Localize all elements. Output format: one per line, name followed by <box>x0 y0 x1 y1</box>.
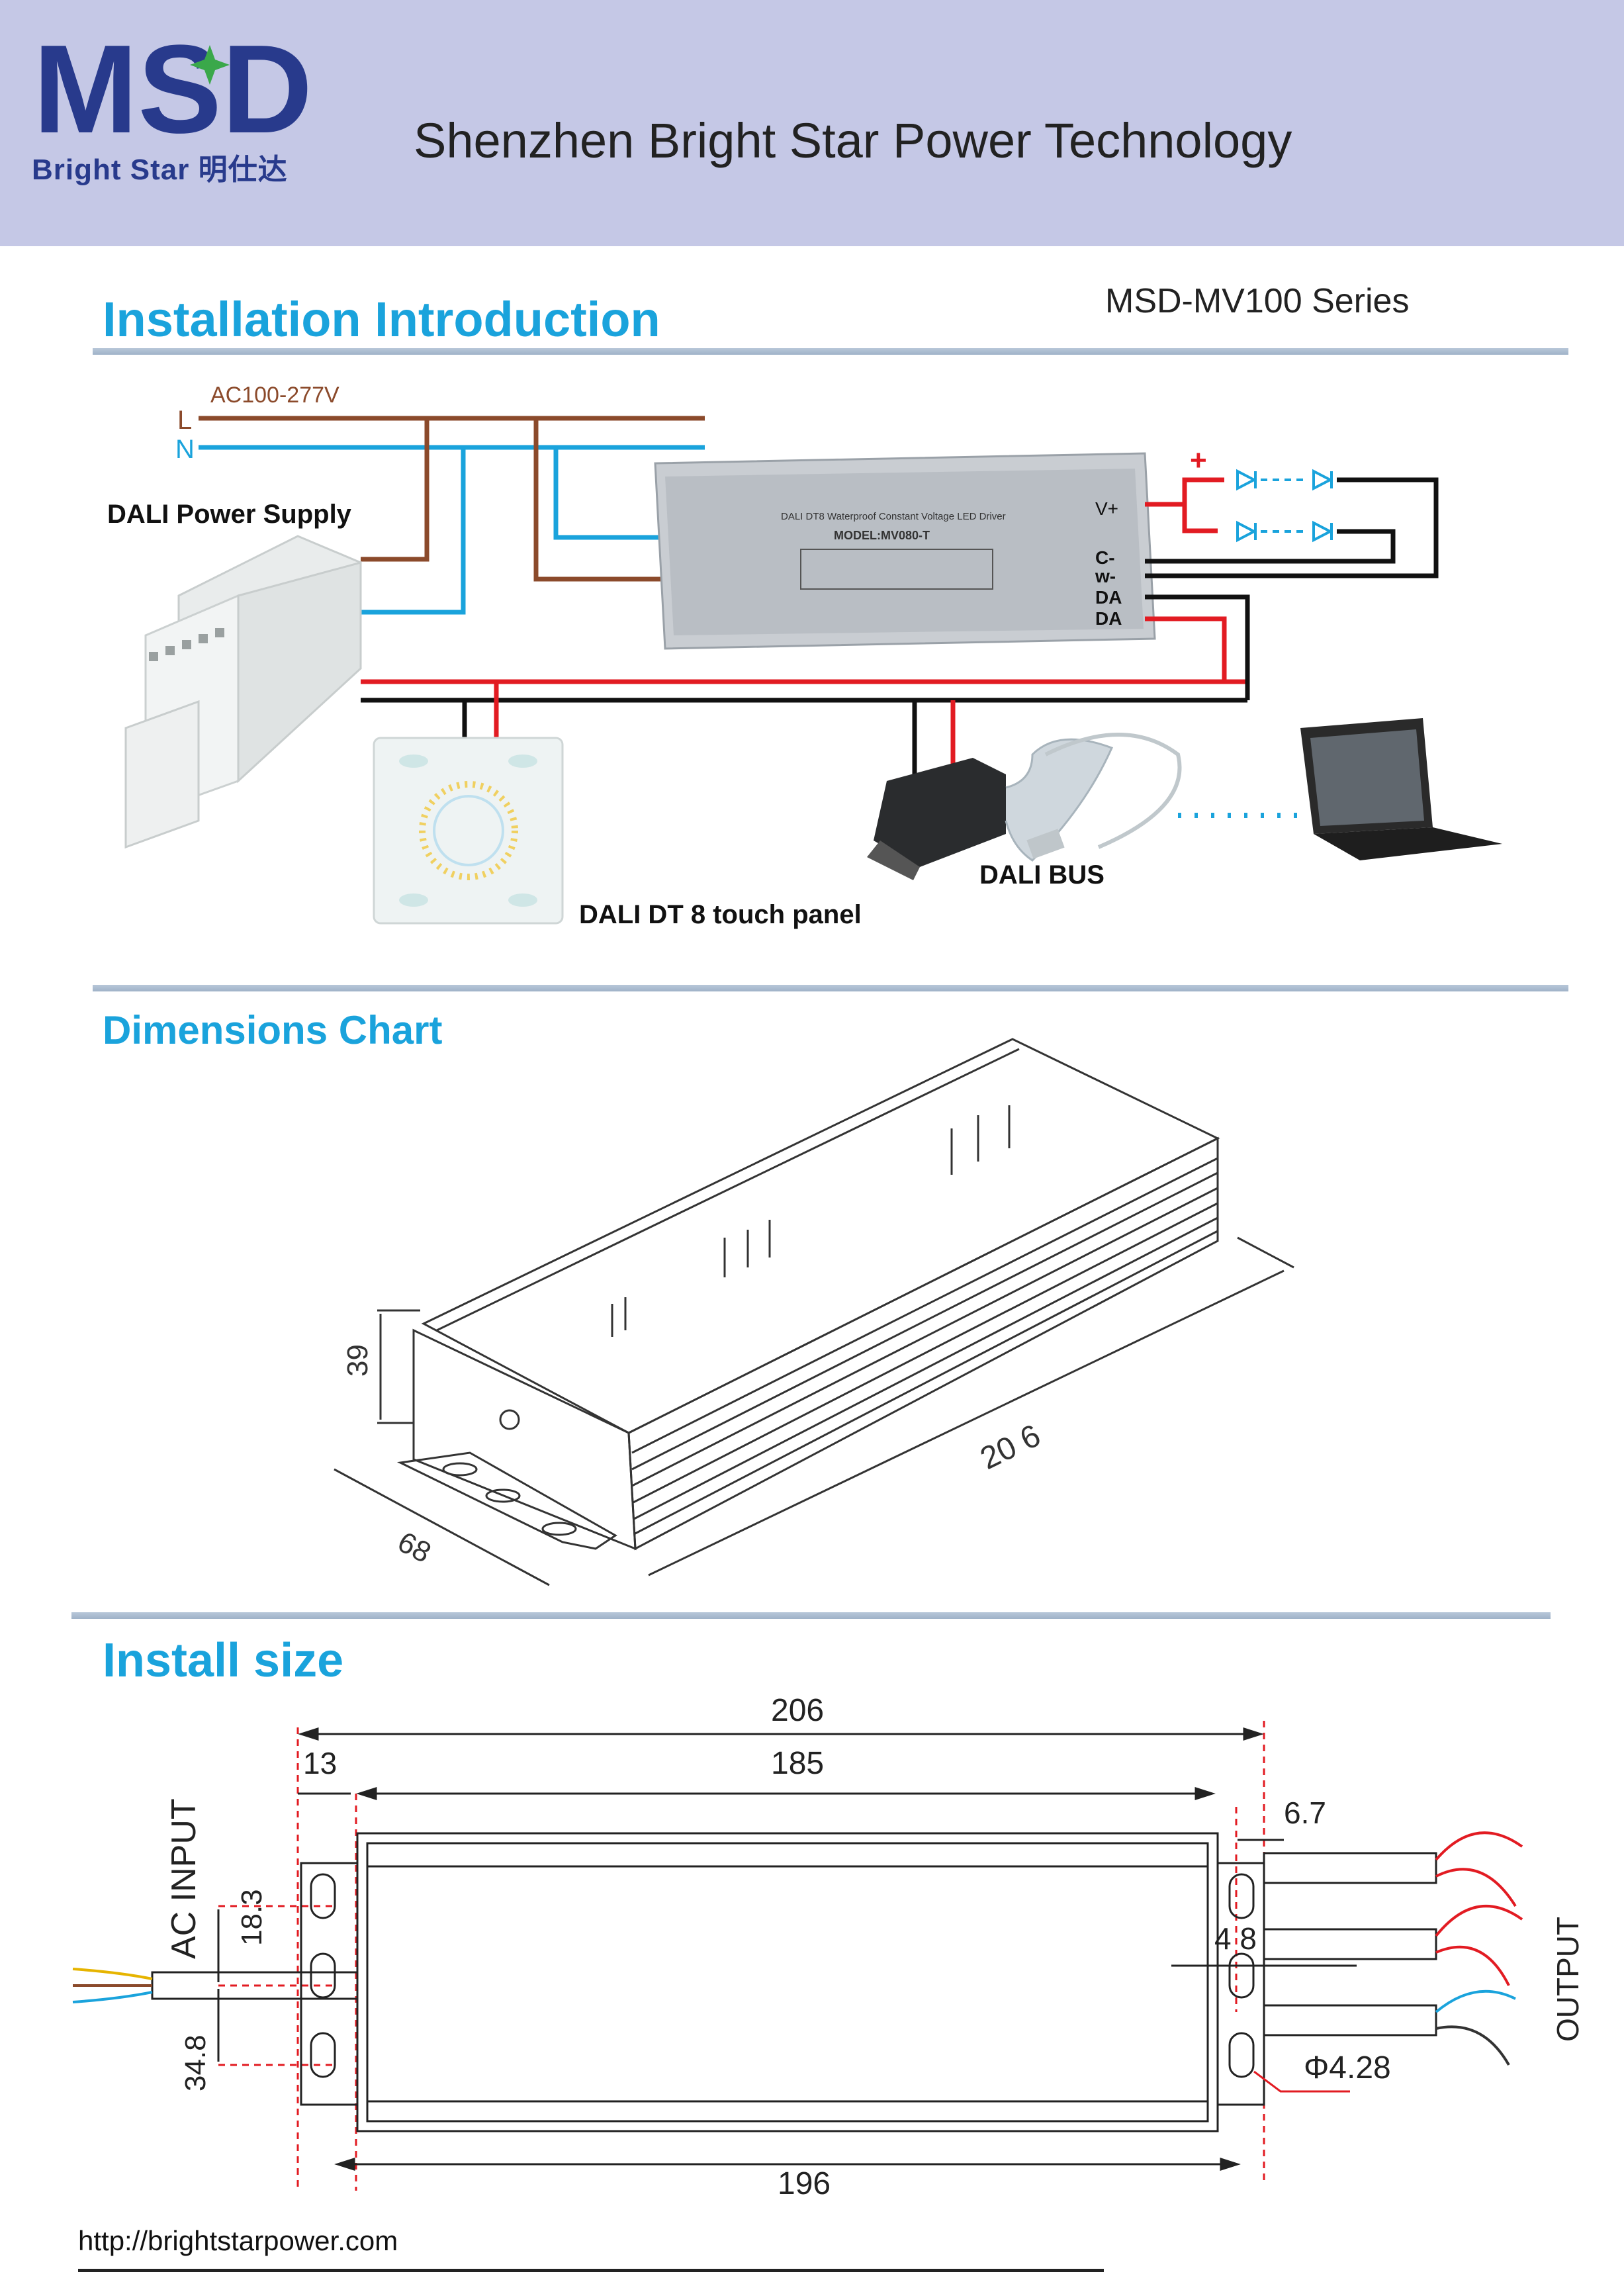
dim-height-label: 39 <box>341 1344 374 1377</box>
logo-star-icon <box>190 45 230 85</box>
dim-slot: 4 8 <box>1214 1921 1257 1956</box>
dim-lower-spacing: 34.8 <box>179 2035 212 2091</box>
dali-power-supply-label: DALI Power Supply <box>107 500 352 529</box>
series-label: MSD-MV100 Series <box>1105 282 1410 320</box>
touch-panel-label: DALI DT 8 touch panel <box>579 900 862 929</box>
dim-right-offset: 6.7 <box>1284 1796 1326 1830</box>
logo-text: MSD <box>33 26 312 142</box>
touch-panel-device <box>373 737 564 925</box>
dim-width-label: 68 <box>392 1526 436 1569</box>
logo-subtitle: Bright Star 明仕达 <box>32 154 288 186</box>
footer-divider <box>78 2269 1104 2272</box>
section-title-install-size: Install size <box>103 1634 344 1687</box>
plus-sign: + <box>1190 444 1207 477</box>
terminal-cminus: C- <box>1095 547 1115 568</box>
section-title-dimensions: Dimensions Chart <box>103 1008 443 1052</box>
section-divider <box>71 1612 1551 1619</box>
ac-input-label: AC INPUT <box>165 1798 203 1959</box>
dim-offset: 13 <box>303 1746 337 1780</box>
ac-voltage-label: AC100-277V <box>210 383 339 408</box>
dimensions-drawing: 39 68 20 6 <box>334 1038 1294 1586</box>
dali-bus-interface-device <box>867 733 1182 880</box>
section-divider <box>93 985 1568 991</box>
output-label: OUTPUT <box>1551 1917 1585 2042</box>
led-driver-device: DALI DT8 Waterproof Constant Voltage LED… <box>654 452 1156 650</box>
dali-power-supply-device <box>124 535 362 849</box>
terminal-da1: DA <box>1095 587 1122 608</box>
terminal-vplus: V+ <box>1095 498 1118 519</box>
dali-bus-label: DALI BUS <box>979 860 1105 890</box>
dim-hole-spacing: 18.3 <box>236 1889 268 1946</box>
footer-url: http://brightstarpower.com <box>78 2225 398 2256</box>
terminal-wminus: w- <box>1095 566 1116 586</box>
dim-total-length: 206 <box>771 1693 824 1728</box>
driver-label-title: DALI DT8 Waterproof Constant Voltage LED… <box>781 511 1006 522</box>
dim-inner-length: 185 <box>771 1746 824 1781</box>
section-divider <box>93 348 1568 355</box>
laptop-icon <box>1300 718 1502 860</box>
page-header <box>0 0 1624 246</box>
wiring-diagram: L N AC100-277V N L DALI Power Supply DAL… <box>107 383 1502 929</box>
section-title-installation: Installation Introduction <box>103 292 660 347</box>
msd-logo: MSD <box>33 26 312 142</box>
line-N-label: N <box>175 435 195 464</box>
company-name: Shenzhen Bright Star Power Technology <box>414 113 1292 168</box>
dim-hole-diameter: Φ4.28 <box>1304 2050 1391 2085</box>
line-L-label: L <box>177 406 192 435</box>
led-string-icon <box>1236 469 1333 543</box>
terminal-da2: DA <box>1095 608 1122 629</box>
dim-length-label: 20 6 <box>975 1418 1046 1477</box>
dim-bottom-length: 196 <box>778 2166 831 2201</box>
driver-model: MODEL:MV080-T <box>834 529 930 542</box>
install-size-drawing: 206 185 13 6.7 4 8 Φ4.28 196 18.3 34.8 A… <box>72 1693 1585 2201</box>
